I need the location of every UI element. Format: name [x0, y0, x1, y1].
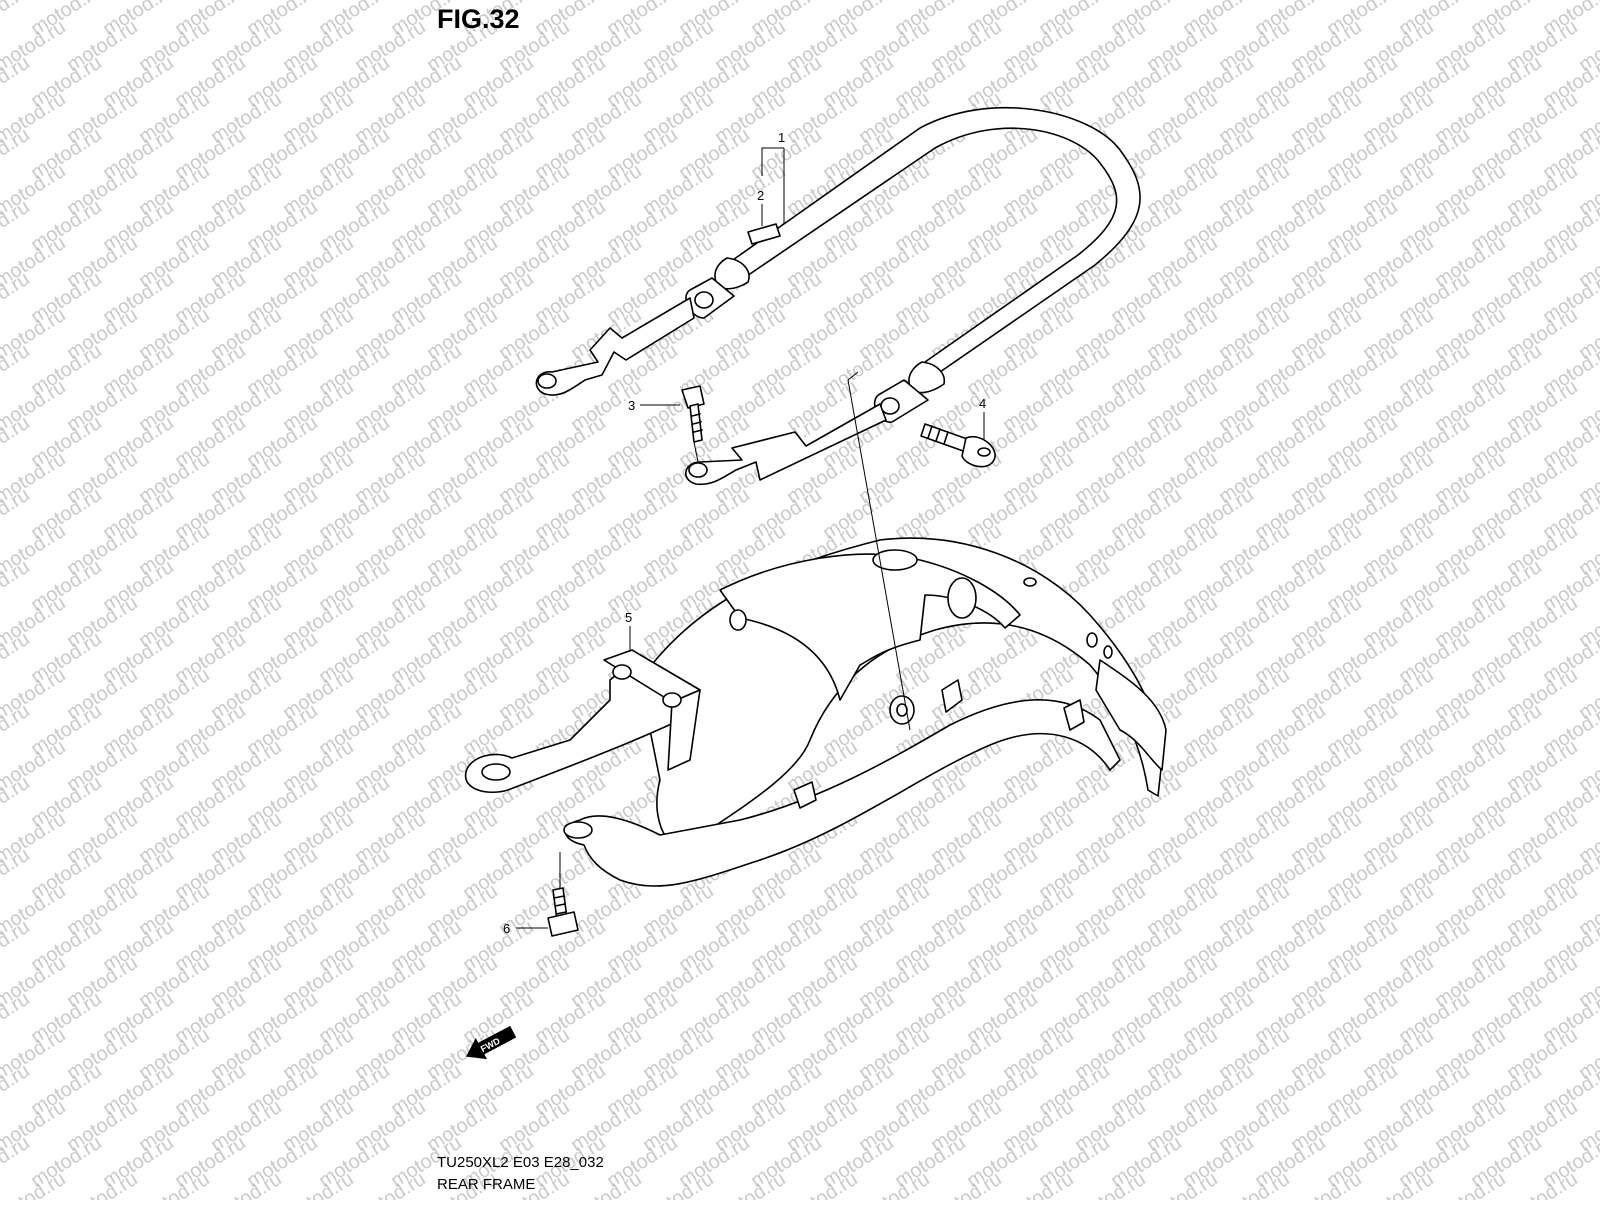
brace-side-hole: [947, 577, 977, 619]
handle-lower-mount-hole: [688, 462, 708, 478]
grab-handle-assembly: [535, 106, 1141, 486]
handle-lower-ferrule: [908, 361, 946, 394]
callout-1: 1: [778, 130, 785, 145]
brace-small-hole: [729, 609, 747, 631]
model-code: TU250XL2 E03 E28_032: [437, 1154, 604, 1171]
callout-3: 3: [628, 398, 635, 413]
handle-label-plate: [747, 223, 781, 245]
brace-front-mount-hole: [481, 763, 511, 781]
callout-2: 2: [757, 188, 764, 203]
handle-upper-mount-hole: [537, 373, 557, 389]
brace-stud-left: [612, 664, 632, 680]
brace-top-hole: [872, 549, 918, 571]
figure-title: FIG.32: [437, 4, 520, 34]
brace-stud-right: [662, 692, 682, 708]
callout-4: 4: [979, 396, 986, 411]
brace-rear-mount-hole: [563, 821, 593, 839]
handle-upper-ferrule: [714, 257, 750, 290]
handle-upper-bracket: [535, 297, 695, 396]
callout-6: 6: [503, 921, 510, 936]
handle-tube: [729, 106, 1141, 373]
handle-front-bolt: [681, 385, 705, 443]
callout-5: 5: [625, 610, 632, 625]
brace-mounting-bolt: [547, 887, 579, 937]
brace-rear-flap: [1095, 659, 1167, 771]
handle-lower-bracket: [685, 403, 887, 486]
brace-upper-rail: [464, 654, 701, 794]
rear-frame-brace: [464, 537, 1167, 887]
callout-labels: 1 2 3 4 5 6: [503, 130, 986, 936]
handle-rear-bolt: [920, 423, 996, 468]
brace-center-plate: [719, 553, 1021, 701]
brace-lower-rail: [564, 699, 1121, 887]
brace-tab-center: [941, 679, 963, 713]
assembly-guide-lines: [559, 371, 911, 888]
callout-leaders: [516, 147, 985, 929]
watermark-text: motod.ru: [1575, 0, 1600, 4]
brace-tab-lower: [793, 781, 817, 809]
brace-tab-right: [1063, 699, 1085, 731]
handle-upper-eye: [694, 291, 714, 309]
section-name: REAR FRAME: [437, 1176, 536, 1193]
